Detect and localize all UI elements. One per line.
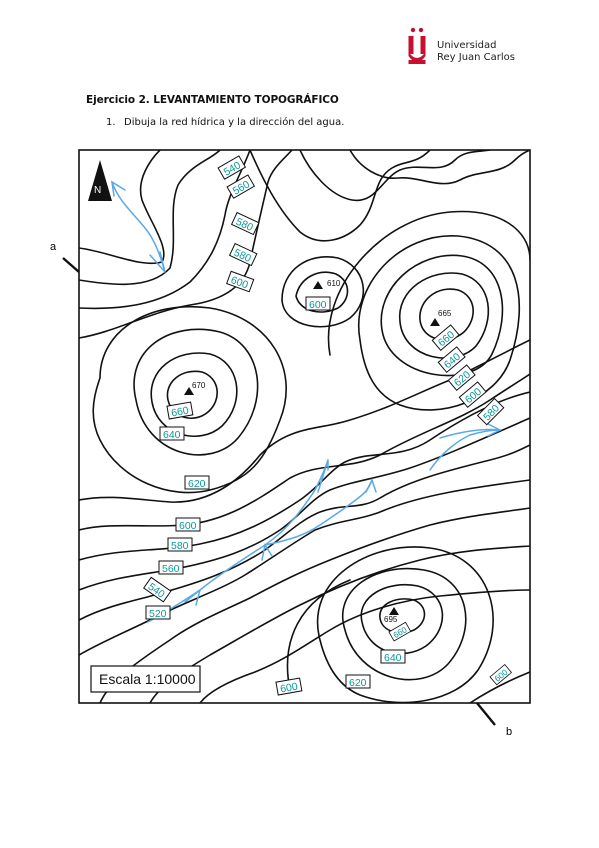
exercise-title: Ejercicio 2. LEVANTAMIENTO TOPOGRÁFICO (86, 94, 339, 106)
instruction-number: 1. (106, 117, 116, 128)
svg-text:640: 640 (163, 429, 181, 441)
peak-markers: 610 665 670 695 (184, 279, 452, 624)
contour-label: 660 (431, 324, 460, 352)
svg-text:600: 600 (279, 681, 298, 696)
svg-text:580: 580 (171, 540, 189, 552)
contour-label: 660 (166, 401, 194, 420)
north-arrow: N (88, 160, 112, 201)
svg-text:620: 620 (188, 478, 206, 490)
university-line1: Universidad (437, 40, 497, 51)
university-line2: Rey Juan Carlos (437, 52, 516, 63)
stream-network (111, 180, 502, 623)
peak-695: 695 (384, 607, 399, 624)
contour-label: 600 (226, 270, 255, 293)
contour-lines (79, 150, 530, 703)
contour-label: 620 (184, 475, 210, 490)
profile-label-a: a (50, 241, 57, 253)
profile-label-b: b (506, 726, 512, 738)
svg-text:620: 620 (349, 677, 367, 689)
svg-text:600: 600 (309, 299, 327, 311)
svg-text:600: 600 (179, 520, 197, 532)
contour-label: 540 (217, 155, 247, 180)
contour-label: 560 (158, 560, 184, 575)
peak-670: 670 (184, 381, 206, 395)
contour-label: 640 (159, 426, 185, 441)
svg-text:610: 610 (327, 279, 341, 288)
contour-label: 600 (175, 517, 201, 532)
north-label: N (94, 185, 101, 196)
peak-610: 610 (313, 279, 341, 289)
svg-text:520: 520 (149, 608, 167, 620)
profile-marker-a (62, 257, 80, 273)
university-logo (408, 27, 426, 64)
svg-text:665: 665 (438, 309, 452, 318)
scale-label: Escala 1:10000 (99, 671, 196, 687)
map-frame (78, 149, 531, 704)
svg-text:670: 670 (192, 381, 206, 390)
contour-label: 520 (145, 605, 171, 620)
peak-665: 665 (430, 309, 452, 326)
contour-label: 600 (275, 677, 303, 696)
svg-text:640: 640 (384, 652, 402, 664)
scale-box: Escala 1:10000 (90, 665, 201, 693)
contour-label: 660 (388, 621, 412, 642)
svg-text:600: 600 (229, 274, 250, 291)
contour-label: 620 (345, 674, 371, 689)
contour-label: 580 (167, 537, 193, 552)
instruction-text: Dibuja la red hídrica y la dirección del… (124, 117, 345, 128)
svg-text:695: 695 (384, 615, 398, 624)
svg-text:660: 660 (170, 405, 189, 420)
svg-text:560: 560 (162, 563, 180, 575)
profile-marker-b (476, 702, 496, 726)
contour-label: 540 (143, 576, 172, 603)
contour-label: 580 (230, 211, 260, 236)
contour-label: 600 (305, 296, 331, 311)
university-name: Universidad Rey Juan Carlos (437, 40, 515, 64)
contour-label: 640 (380, 649, 406, 664)
contour-label: 580 (476, 397, 505, 426)
instruction-line: 1. Dibuja la red hídrica y la dirección d… (106, 117, 344, 128)
